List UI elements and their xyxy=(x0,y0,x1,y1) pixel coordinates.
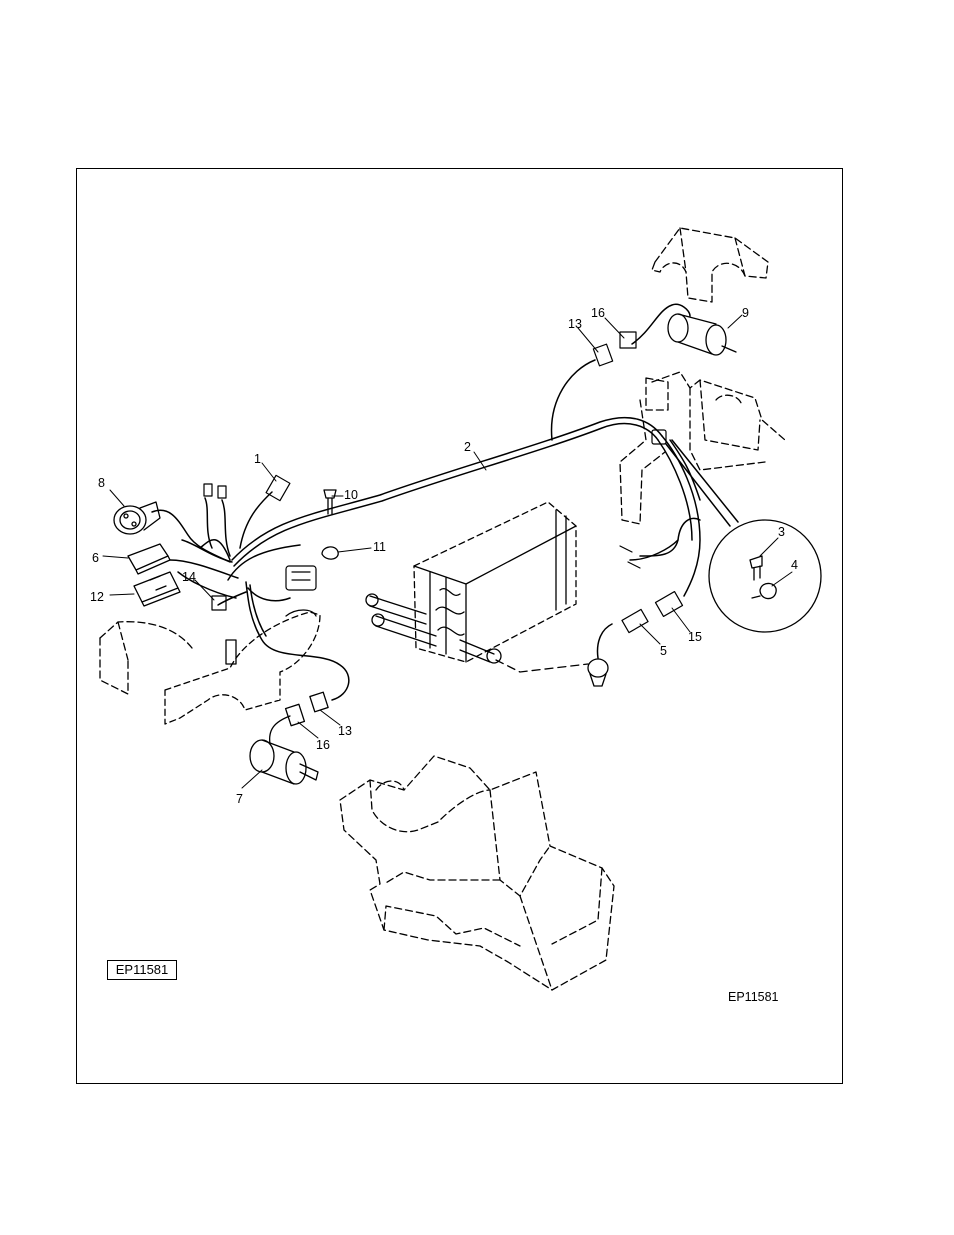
callout-13-bottom: 13 xyxy=(338,724,352,738)
callout-15: 15 xyxy=(688,630,702,644)
callout-3: 3 xyxy=(778,525,785,539)
right-support-frame xyxy=(619,371,786,525)
lower-motor xyxy=(249,691,329,785)
temperature-sensor xyxy=(587,658,609,687)
callout-8: 8 xyxy=(98,476,105,490)
callout-9: 9 xyxy=(742,306,749,320)
callout-14: 14 xyxy=(182,570,196,584)
callout-5: 5 xyxy=(660,644,667,658)
callout-7: 7 xyxy=(236,792,243,806)
figure-number-badge: EP11581 xyxy=(107,960,177,980)
figure-frame xyxy=(76,168,843,1084)
callout-2: 2 xyxy=(464,440,471,454)
left-side-plate xyxy=(164,609,321,725)
callout-16-bottom: 16 xyxy=(316,738,330,752)
detail-circle xyxy=(708,519,822,633)
callout-6: 6 xyxy=(92,551,99,565)
bolt-and-clamp xyxy=(321,489,339,560)
harness-connectors xyxy=(203,331,684,634)
leader-lines xyxy=(102,314,793,789)
callout-4: 4 xyxy=(791,558,798,572)
callout-13-top: 13 xyxy=(568,317,582,331)
upper-mount-bracket xyxy=(651,227,769,303)
evaporator-core xyxy=(365,501,589,673)
callout-16-top: 16 xyxy=(591,306,605,320)
callout-12: 12 xyxy=(90,590,104,604)
main-harness xyxy=(151,303,739,701)
callout-labels: 1 2 3 4 5 6 7 8 9 10 11 12 13 13 14 15 1… xyxy=(90,306,798,806)
upper-motor xyxy=(667,313,737,356)
left-pan-section xyxy=(99,621,193,695)
figure-id-label: EP11581 xyxy=(728,990,779,1004)
heater-housing xyxy=(339,755,615,991)
round-connector xyxy=(113,501,161,535)
callout-10: 10 xyxy=(344,488,358,502)
multi-pin-connectors xyxy=(127,543,181,607)
callout-11: 11 xyxy=(373,540,386,554)
callout-1: 1 xyxy=(254,452,261,466)
